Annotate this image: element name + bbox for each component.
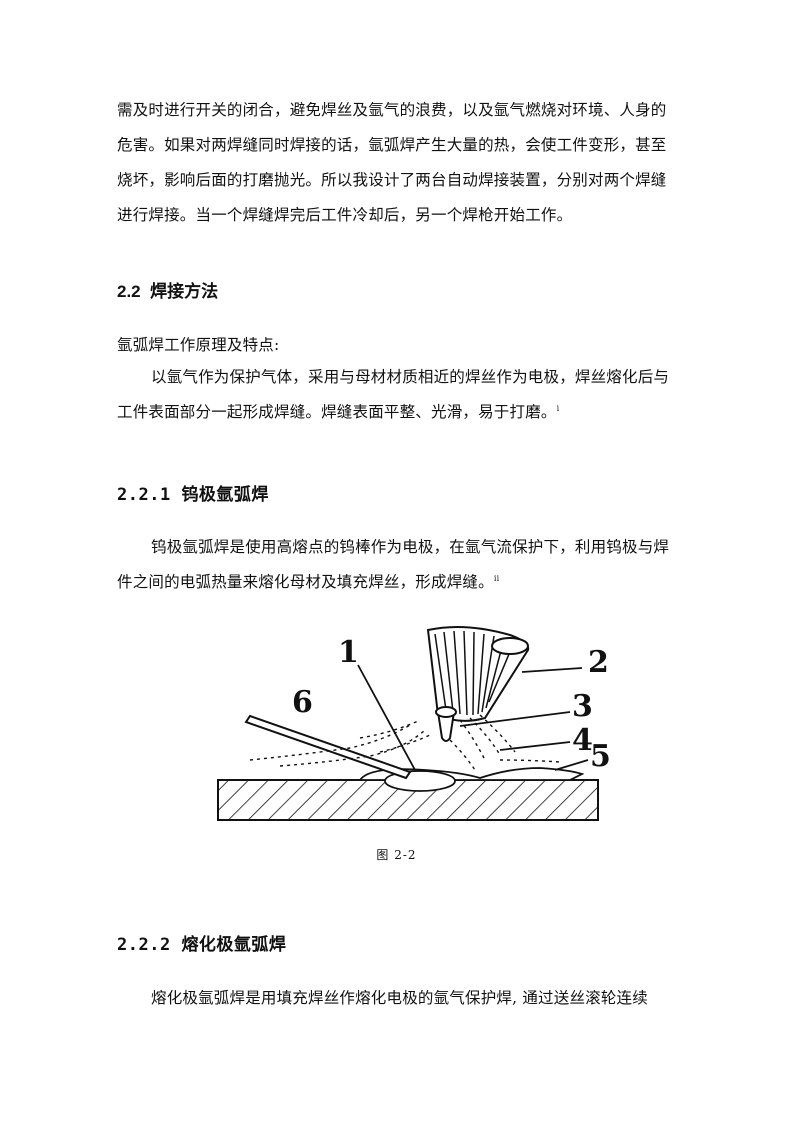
label-5: 5 <box>590 739 611 774</box>
leader-4 <box>499 741 571 751</box>
label-2: 2 <box>588 645 609 680</box>
figure-caption: 图 2-2 <box>376 848 417 862</box>
body-text: 熔化极氩弧焊是用填充焊丝作熔化电极的氩气保护焊, 通过送丝滚轮连续 <box>151 989 648 1007</box>
endnote-marker[interactable]: i <box>556 403 560 413</box>
leader-1 <box>357 664 416 771</box>
section-2-2-1-body: 钨极氩弧焊是使用高熔点的钨棒作为电极，在氩气流保护下，利用钨极与焊件之间的电弧热… <box>117 530 682 600</box>
label-3: 3 <box>572 689 593 724</box>
filler-wire <box>244 714 412 780</box>
leader-2 <box>521 667 583 673</box>
body-text: 以氩气作为保护气体，采用与母材材质相近的焊丝作为电极，焊丝熔化后与工件表面部分一… <box>117 368 670 421</box>
tig-welding-diagram: 1 2 3 4 5 6 <box>217 625 611 821</box>
section-2-2-2-body: 熔化极氩弧焊是用填充焊丝作熔化电极的氩气保护焊, 通过送丝滚轮连续 <box>117 981 682 1016</box>
section-number: 2.2 <box>117 282 141 301</box>
section-2-2-body: 以氩气作为保护气体，采用与母材材质相近的焊丝作为电极，焊丝熔化后与工件表面部分一… <box>117 360 682 430</box>
body-text: 钨极氩弧焊是使用高熔点的钨棒作为电极，在氩气流保护下，利用钨极与焊件之间的电弧热… <box>117 538 670 591</box>
section-heading-2-2-2: 2.2.2 熔化极氩弧焊 <box>117 930 286 955</box>
nozzle-rim <box>491 637 529 655</box>
section-title: 钨极氩弧焊 <box>181 485 269 505</box>
label-1: 1 <box>338 635 359 670</box>
label-4: 4 <box>572 723 593 758</box>
intro-paragraph: 需及时进行开关的闭合，避免焊丝及氩气的浪费，以及氩气燃烧对环境、人身的危害。如果… <box>117 93 682 233</box>
section-heading-2-2-1: 2.2.1 钨极氩弧焊 <box>117 480 269 505</box>
intro-text: 需及时进行开关的闭合，避免焊丝及氩气的浪费，以及氩气燃烧对环境、人身的危害。如果… <box>117 101 667 224</box>
leader-5 <box>554 759 589 771</box>
section-2-2-lead: 氩弧焊工作原理及特点: <box>117 328 682 363</box>
lead-text: 氩弧焊工作原理及特点: <box>117 336 280 354</box>
section-number: 2.2.1 <box>117 485 171 505</box>
section-number: 2.2.2 <box>117 935 171 955</box>
section-title: 熔化极氩弧焊 <box>181 935 287 955</box>
endnote-marker[interactable]: ii <box>493 573 500 583</box>
leader-3 <box>459 711 571 727</box>
label-6: 6 <box>292 685 313 720</box>
section-heading-2-2: 2.2 焊接方法 <box>117 277 218 302</box>
section-title: 焊接方法 <box>150 282 219 302</box>
shielding-gas <box>249 714 561 771</box>
